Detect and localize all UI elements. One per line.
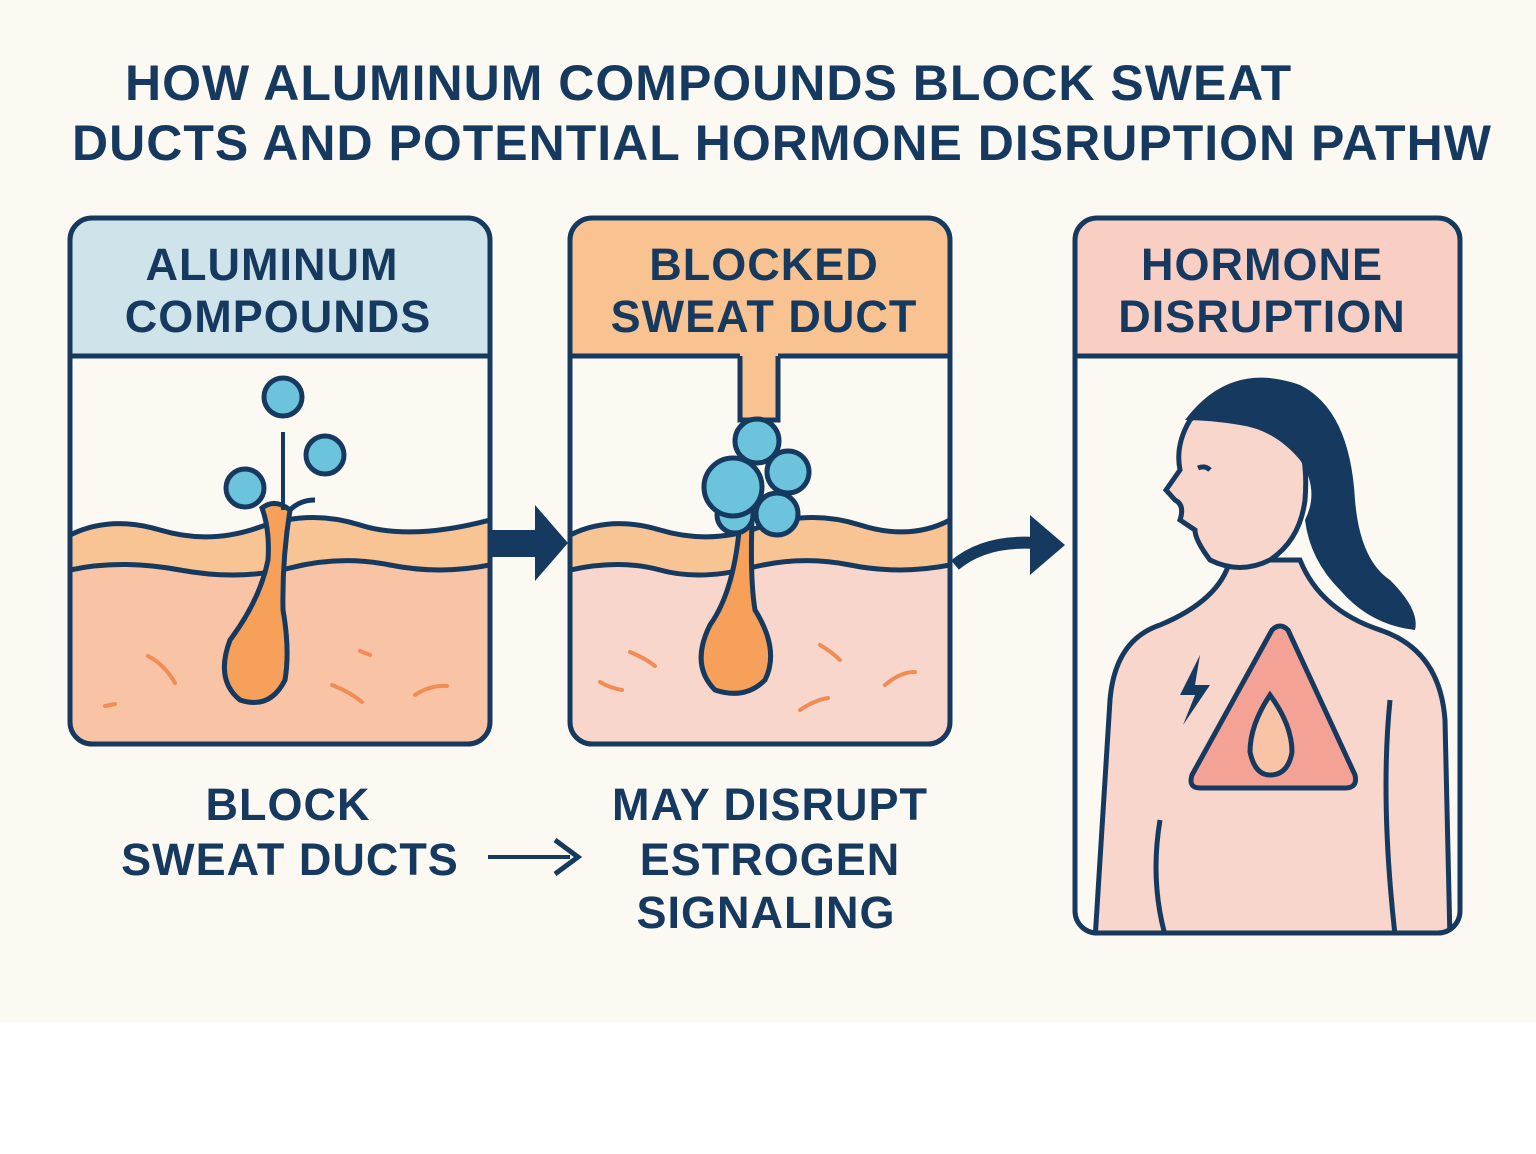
arrow-right-icon	[492, 505, 568, 581]
title-line-2: DUCTS AND POTENTIAL HORMONE DISRUPTION P…	[72, 115, 1492, 171]
panel-header-line-2: DISRUPTION	[1118, 291, 1406, 342]
epidermis	[570, 514, 950, 578]
panel-header-line-1: BLOCKED	[649, 239, 879, 290]
caption-disrupt-line-3: SIGNALING	[636, 887, 895, 938]
panel-aluminum-compounds: ALUMINUM COMPOUNDS	[67, 215, 493, 747]
aluminum-particle-icon	[261, 375, 305, 419]
caption-block-line-2: SWEAT DUCTS	[121, 834, 459, 885]
panel-header-line-1: ALUMINUM	[146, 239, 399, 290]
sweat-gland	[221, 501, 293, 705]
panel-header-line-2: SWEAT DUCT	[611, 291, 918, 342]
caption-disrupt-line-2: ESTROGEN	[640, 834, 901, 885]
aluminum-particle-icon	[701, 455, 765, 519]
duct-opening	[737, 356, 781, 423]
title-line-1: HOW ALUMINUM COMPOUNDS BLOCK SWEAT	[125, 55, 1292, 111]
aluminum-particle-icon	[764, 448, 812, 496]
caption-disrupt-line-1: MAY DISRUPT	[612, 779, 928, 830]
aluminum-particle-icon	[753, 490, 801, 538]
arrow-right-icon	[488, 837, 583, 877]
panel-hormone-disruption: HORMONE DISRUPTION	[1072, 215, 1463, 936]
panel-header-line-2: COMPOUNDS	[125, 291, 432, 342]
aluminum-particle-icon	[223, 466, 267, 510]
lightning-bolt-icon	[1180, 655, 1210, 725]
curved-arrow-icon	[951, 536, 1036, 570]
panel-header-bg	[70, 218, 490, 356]
aluminum-particle-icon	[732, 416, 782, 466]
aluminum-particle-icon	[303, 433, 347, 477]
panel-header-bg	[1075, 218, 1460, 356]
hormone-drop-icon	[1247, 690, 1295, 778]
panel-header-line-1: HORMONE	[1141, 239, 1383, 290]
sweat-gland	[698, 517, 774, 696]
caption-block-line-1: BLOCK	[206, 779, 371, 830]
woman-figure-icon	[1092, 377, 1453, 933]
panel-header-bg	[570, 218, 950, 356]
panel-blocked-sweat-duct: BLOCKED SWEAT DUCT	[567, 215, 953, 747]
